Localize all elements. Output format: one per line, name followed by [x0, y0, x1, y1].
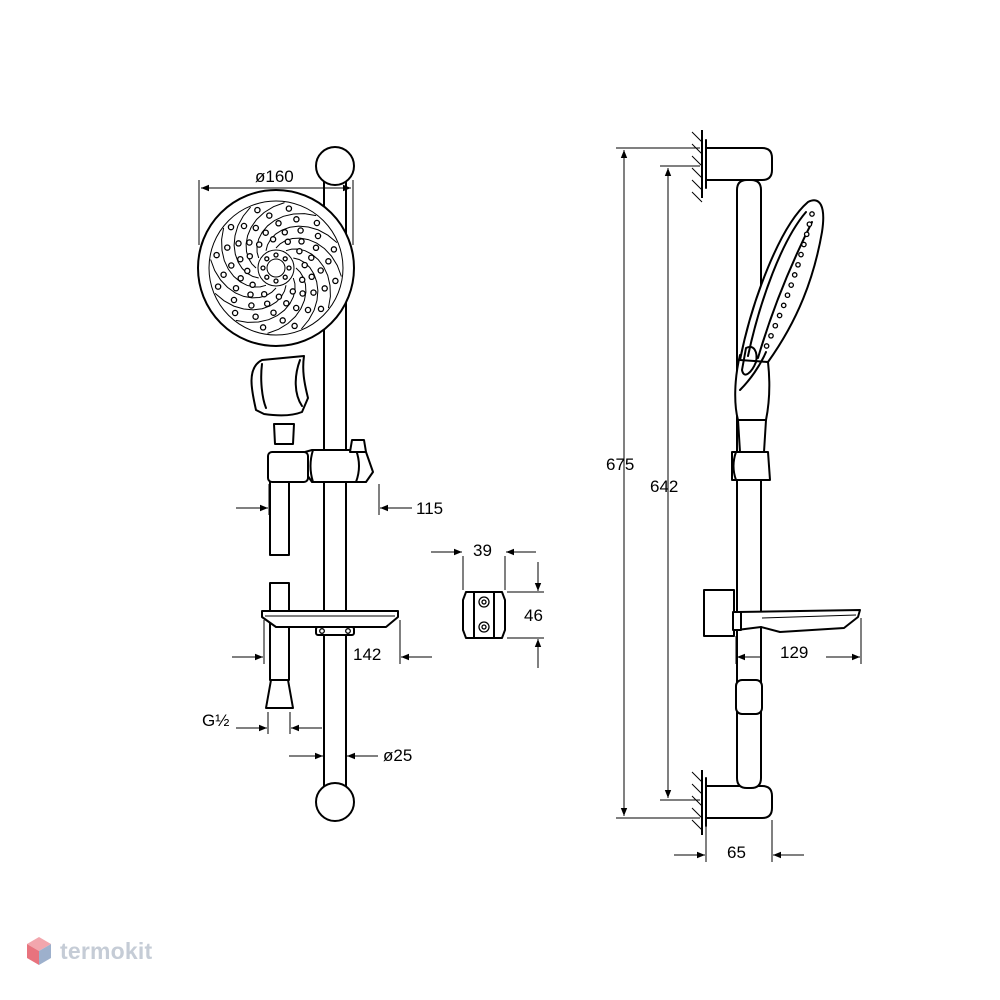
shower-hose: [265, 477, 294, 709]
label-rail-length: 642: [650, 477, 678, 496]
label-wall-offset: 65: [727, 843, 746, 862]
wall-hatching: [691, 130, 703, 835]
label-handshower-diameter: ø160: [255, 167, 294, 186]
bottom-bracket: [705, 785, 773, 819]
label-holder-offset: 115: [416, 499, 443, 518]
label-soap-dish-depth: 129: [780, 643, 808, 662]
slide-rail: [315, 146, 355, 822]
side-view: [691, 130, 861, 835]
label-total-height: 675: [606, 455, 634, 474]
label-thread: G½: [202, 711, 229, 730]
bracket-detail: [462, 591, 506, 639]
label-soap-dish-width: 142: [353, 645, 381, 664]
label-bracket-height: 46: [524, 606, 543, 625]
holder: [267, 423, 374, 483]
label-bracket-width: 39: [473, 541, 492, 560]
top-bracket: [705, 147, 773, 181]
dimension-labels: ø160 115 39 46 142 G½ ø25 675 642 129 65: [202, 167, 808, 862]
side-nozzles: [763, 211, 815, 349]
soap-dish: [261, 610, 399, 636]
front-view: [197, 146, 399, 822]
label-rail-diameter: ø25: [383, 746, 412, 765]
cube-logo-icon: [27, 937, 51, 965]
termokit-watermark: termokit: [26, 936, 152, 966]
dimension-lines: [198, 147, 862, 862]
spray-nozzles: [210, 202, 342, 334]
side-hand-shower: [734, 199, 825, 453]
brand-name: termokit: [60, 937, 153, 964]
